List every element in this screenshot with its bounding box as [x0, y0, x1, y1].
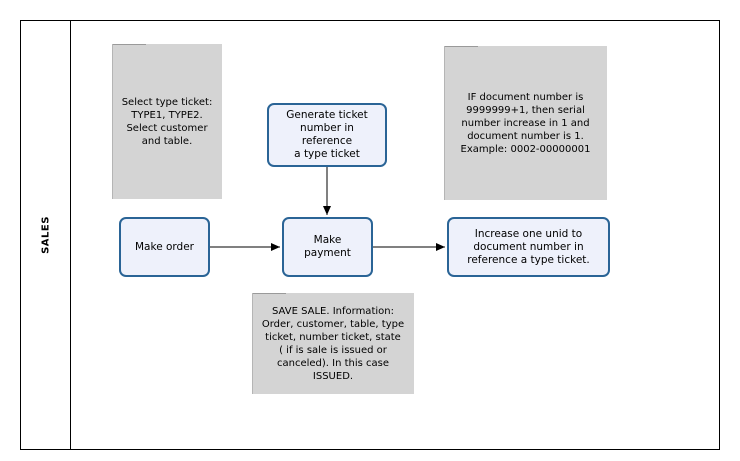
task-increase-document-number[interactable]: Increase one unid to document number in …: [447, 217, 610, 277]
note-document-number-text: IF document number is 9999999+1, then se…: [460, 91, 591, 155]
note-save-sale: SAVE SALE. Information: Order, customer,…: [252, 293, 414, 394]
note-save-sale-text: SAVE SALE. Information: Order, customer,…: [261, 305, 405, 382]
note-document-number: IF document number is 9999999+1, then se…: [444, 46, 607, 200]
task-make-order-label: Make order: [135, 240, 194, 253]
task-make-payment[interactable]: Make payment: [282, 217, 373, 277]
task-make-payment-label: Make payment: [304, 234, 351, 259]
note-select-type-ticket-text: Select type ticket: TYPE1, TYPE2. Select…: [121, 96, 213, 147]
task-generate-ticket-number-label: Generate ticket number in reference a ty…: [286, 109, 368, 160]
task-make-order[interactable]: Make order: [119, 217, 210, 277]
note-select-type-ticket: Select type ticket: TYPE1, TYPE2. Select…: [112, 44, 222, 199]
task-increase-document-number-label: Increase one unid to document number in …: [467, 227, 590, 266]
lane-header: [20, 20, 71, 450]
task-generate-ticket-number[interactable]: Generate ticket number in reference a ty…: [267, 103, 387, 167]
